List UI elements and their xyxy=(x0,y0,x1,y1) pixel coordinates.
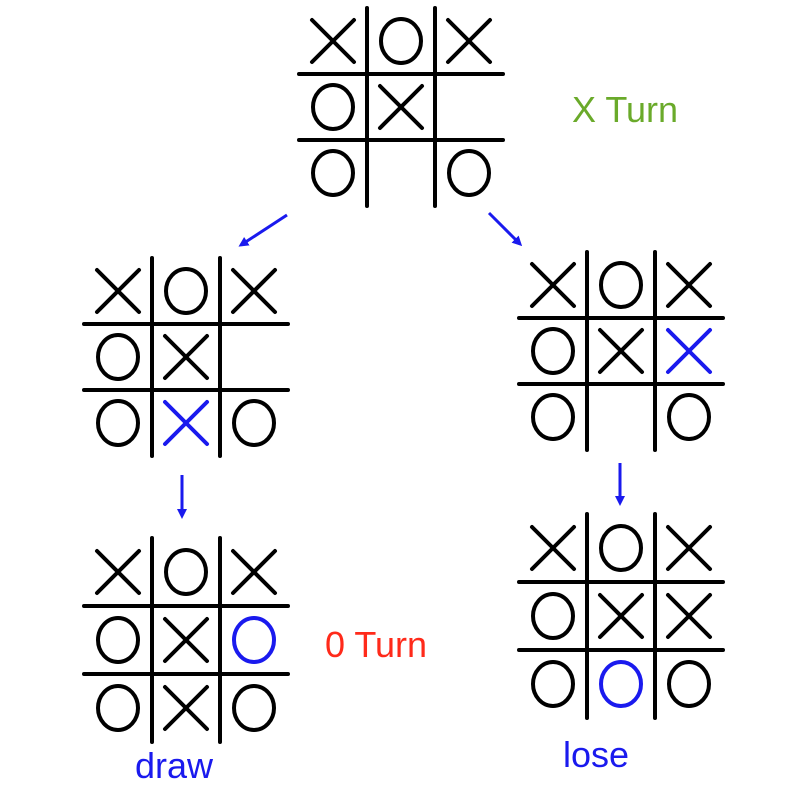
x-mark-icon xyxy=(231,549,277,595)
o-mark-icon xyxy=(667,660,711,708)
o-mark-icon xyxy=(667,393,711,441)
board-left-x-move xyxy=(82,256,290,458)
o-mark-icon xyxy=(447,149,491,197)
x-turn-label: X Turn xyxy=(572,89,679,130)
o-mark-icon xyxy=(96,399,140,447)
o-mark-icon xyxy=(311,149,355,197)
o-mark-icon xyxy=(311,83,355,131)
o-mark-icon xyxy=(531,393,575,441)
x-mark-icon xyxy=(163,334,209,380)
o-mark-icon xyxy=(96,616,140,664)
o-mark-icon xyxy=(232,399,276,447)
o-mark-icon xyxy=(164,548,208,596)
o-turn-label: 0 Turn xyxy=(325,624,428,665)
x-mark-icon xyxy=(378,84,424,130)
o-mark-icon xyxy=(531,660,575,708)
o-mark-icon xyxy=(599,261,643,309)
x-mark-icon xyxy=(598,328,644,374)
x-mark-icon xyxy=(95,549,141,595)
x-mark-icon xyxy=(530,262,576,308)
new-x-mark-icon xyxy=(666,328,712,374)
x-mark-icon xyxy=(530,525,576,571)
arrows-group xyxy=(177,211,625,519)
o-mark-icon xyxy=(531,327,575,375)
o-mark-icon xyxy=(232,684,276,732)
arrow-root-to-left xyxy=(238,213,288,247)
o-mark-icon xyxy=(96,684,140,732)
x-mark-icon xyxy=(666,525,712,571)
x-mark-icon xyxy=(231,268,277,314)
arrow-root-to-right xyxy=(487,211,523,247)
board-root xyxy=(297,6,505,208)
o-mark-icon xyxy=(379,17,423,65)
x-mark-icon xyxy=(95,268,141,314)
x-mark-icon xyxy=(666,262,712,308)
new-o-mark-icon xyxy=(599,660,643,708)
x-mark-icon xyxy=(163,617,209,663)
board-right-lose xyxy=(517,512,725,720)
o-mark-icon xyxy=(96,333,140,381)
o-mark-icon xyxy=(531,592,575,640)
x-mark-icon xyxy=(310,18,356,64)
o-mark-icon xyxy=(164,267,208,315)
o-mark-icon xyxy=(599,524,643,572)
board-right-x-move xyxy=(517,250,725,452)
lose-result-label: lose xyxy=(563,734,630,775)
x-mark-icon xyxy=(163,685,209,731)
draw-result-label: draw xyxy=(135,745,214,786)
new-o-mark-icon xyxy=(232,616,276,664)
x-mark-icon xyxy=(598,593,644,639)
x-mark-icon xyxy=(446,18,492,64)
boards-group xyxy=(82,6,725,744)
board-left-draw xyxy=(82,536,290,744)
x-mark-icon xyxy=(666,593,712,639)
new-x-mark-icon xyxy=(163,400,209,446)
